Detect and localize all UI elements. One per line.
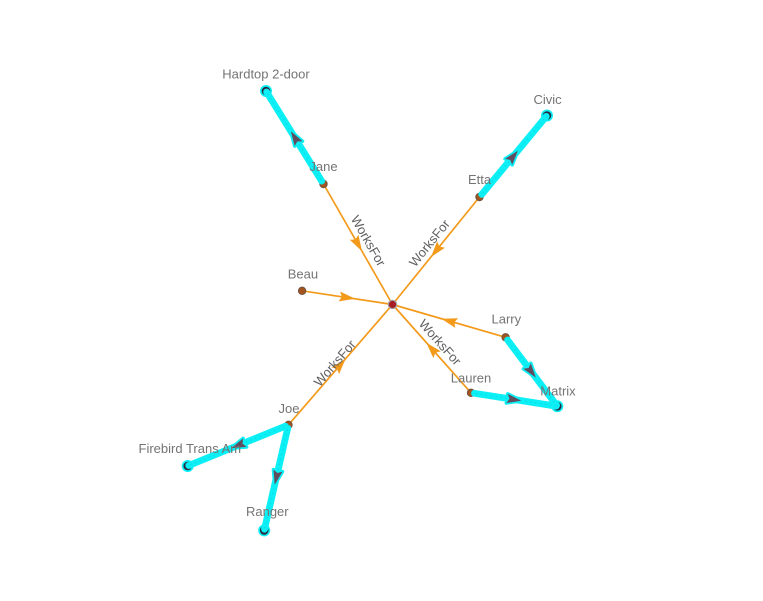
- svg-text:Ranger: Ranger: [246, 504, 289, 519]
- svg-text:Civic: Civic: [534, 92, 563, 107]
- svg-text:Beau: Beau: [288, 266, 318, 281]
- svg-text:Etta: Etta: [468, 172, 492, 187]
- svg-text:Firebird Trans Am: Firebird Trans Am: [139, 441, 242, 456]
- svg-text:Joe: Joe: [279, 401, 300, 416]
- svg-text:Lauren: Lauren: [451, 370, 491, 385]
- svg-text:Jane: Jane: [309, 159, 337, 174]
- svg-text:Matrix: Matrix: [540, 383, 576, 398]
- svg-text:Hardtop 2-door: Hardtop 2-door: [222, 67, 310, 82]
- svg-text:Larry: Larry: [491, 312, 521, 327]
